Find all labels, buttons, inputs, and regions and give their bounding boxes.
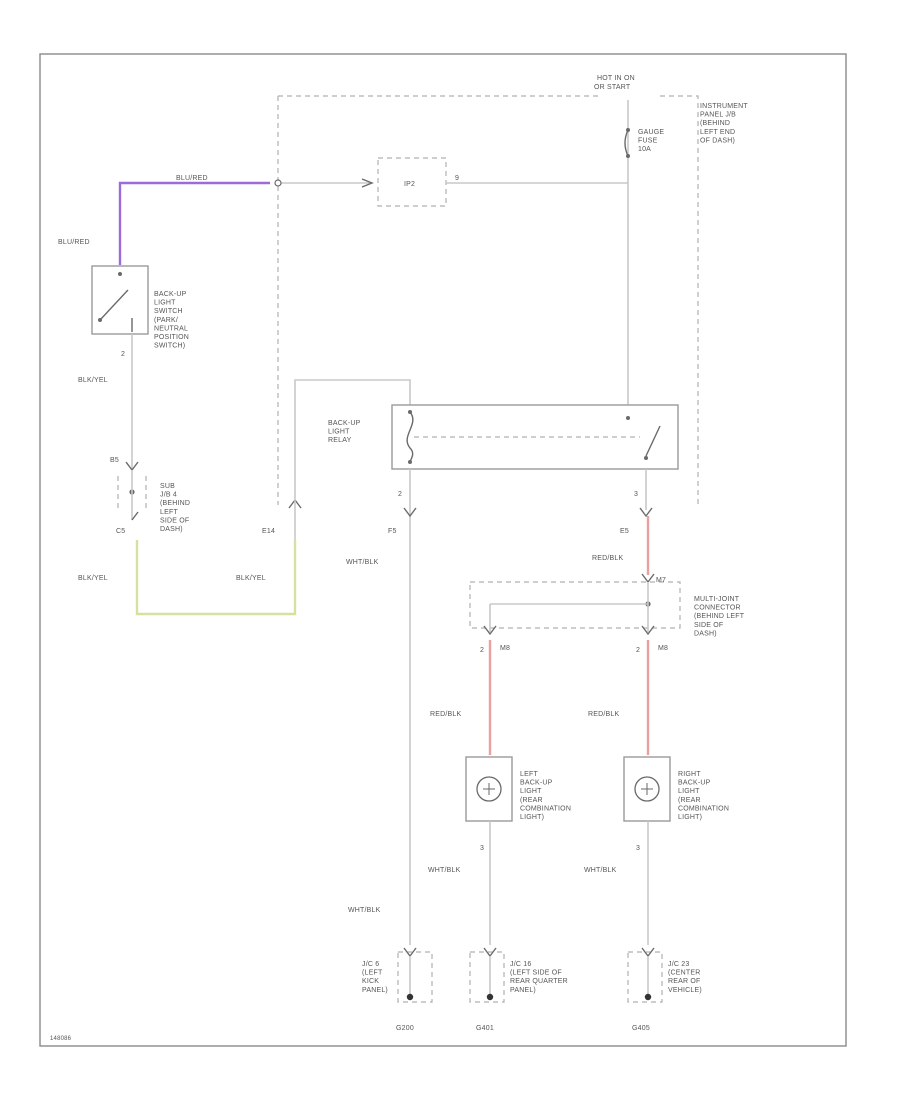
label-wire-red-blk-3: RED/BLK	[588, 711, 619, 718]
ground-g200-icon	[406, 993, 414, 1001]
label-g401: G401	[476, 1025, 494, 1032]
label-wire-wht-blk-2: WHT/BLK	[428, 867, 461, 874]
relay-contact-input	[626, 416, 630, 420]
label-pin-2b: 2	[480, 647, 484, 654]
left-backup-light-box	[465, 756, 513, 822]
label-wire-wht-blk-3: WHT/BLK	[584, 867, 617, 874]
wire-e14-to-relay-coil	[294, 379, 411, 540]
label-pin-2a: 2	[398, 491, 402, 498]
label-wire-wht-blk-4: WHT/BLK	[348, 907, 381, 914]
label-wire-red-blk-1: RED/BLK	[592, 555, 623, 562]
label-pin-9: 9	[455, 175, 459, 182]
jc6-junction	[397, 947, 433, 1003]
label-g405: G405	[632, 1025, 650, 1032]
wire-blk-yel-loop	[135, 540, 297, 616]
multi-joint-connector-boundary	[469, 581, 681, 629]
label-pin-3b: 3	[480, 845, 484, 852]
connector-m7-icon	[641, 573, 655, 584]
label-pin-3c: 3	[636, 845, 640, 852]
connector-c5-icon	[131, 511, 139, 521]
connector-m8b-icon	[641, 625, 655, 636]
ground-g405-icon	[644, 993, 652, 1001]
label-conn-m8a: M8	[500, 645, 510, 652]
label-conn-m8b: M8	[658, 645, 668, 652]
backup-light-switch-box	[91, 265, 149, 335]
left-lamp-filament-icon	[483, 783, 495, 795]
relay-contact-output	[644, 456, 648, 460]
label-ip2: IP2	[404, 181, 415, 188]
label-pin-2-switch: 2	[121, 351, 125, 358]
wire-multi-joint-bus	[489, 582, 649, 632]
ground-g401-icon	[486, 993, 494, 1001]
label-conn-e14: E14	[262, 528, 275, 535]
relay-contact-blade-icon	[645, 425, 661, 457]
figure-id: 148086	[50, 1036, 72, 1042]
label-conn-f5: F5	[388, 528, 397, 535]
label-wire-blu-red-left: BLU/RED	[58, 239, 90, 246]
label-wire-blk-yel-2: BLK/YEL	[78, 575, 108, 582]
label-wire-blu-red-top: BLU/RED	[176, 175, 208, 182]
label-wire-blk-yel-3: BLK/YEL	[236, 575, 266, 582]
junction-connector-a	[274, 179, 282, 187]
label-pin-3a: 3	[634, 491, 638, 498]
label-hot-in-on: HOT IN ON	[597, 75, 635, 82]
gauge-fuse-icon	[624, 129, 629, 157]
switch-terminal-top	[118, 272, 122, 276]
wire-blu-red	[118, 181, 270, 265]
relay-coil-icon	[406, 411, 414, 463]
label-wire-wht-blk-1: WHT/BLK	[346, 559, 379, 566]
switch-blade-icon	[99, 289, 129, 321]
ip-jb-boundary	[277, 95, 699, 505]
right-lamp-filament-icon	[641, 783, 653, 795]
jc16-junction	[469, 947, 505, 1003]
label-wire-blk-yel-1: BLK/YEL	[78, 377, 108, 384]
ip2-connector-box	[377, 157, 447, 207]
label-conn-m7: M7	[656, 577, 666, 584]
label-or-start: OR START	[594, 84, 631, 91]
connector-f5-icon	[403, 507, 417, 518]
label-conn-e5: E5	[620, 528, 629, 535]
label-conn-b5: B5	[110, 457, 119, 464]
label-wire-red-blk-2: RED/BLK	[430, 711, 461, 718]
connector-e5-icon	[639, 507, 653, 518]
label-pin-2c: 2	[636, 647, 640, 654]
arrow-to-ip2-icon	[361, 178, 374, 188]
label-conn-c5: C5	[116, 528, 125, 535]
connector-m8a-icon	[483, 625, 497, 636]
diagram-frame	[39, 53, 847, 1047]
jc23-junction	[627, 947, 663, 1003]
label-g200: G200	[396, 1025, 414, 1032]
